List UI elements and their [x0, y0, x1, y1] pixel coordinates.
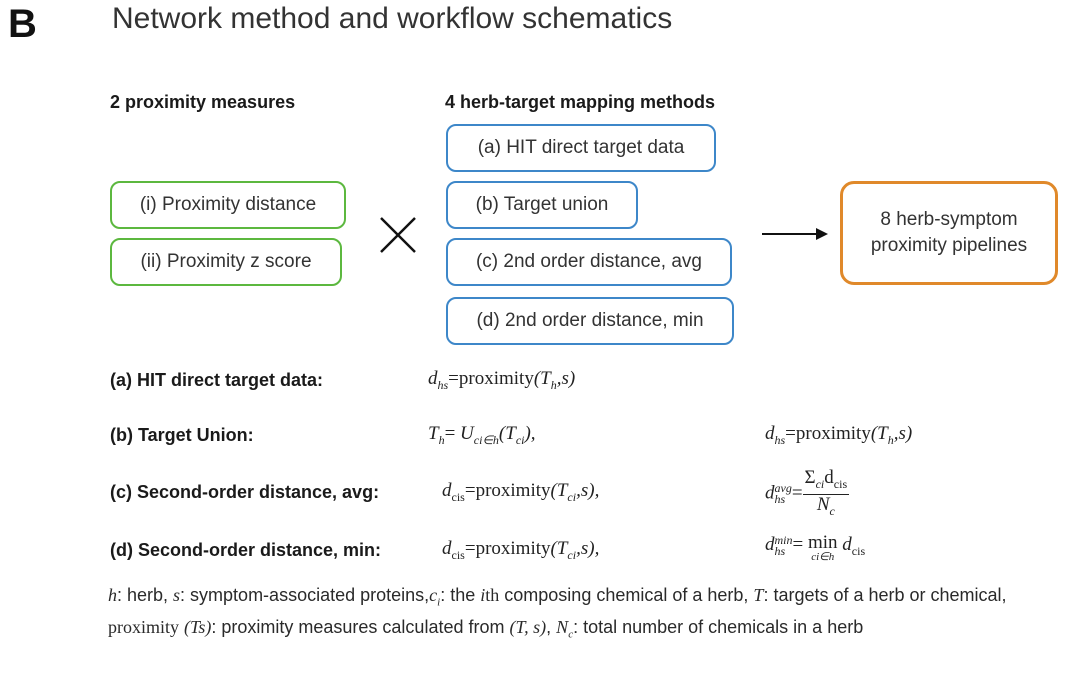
mapping-box-a: (a) HIT direct target data: [446, 124, 716, 172]
proximity-distance-label: (i) Proximity distance: [139, 194, 317, 215]
zscore-suffix: score: [259, 251, 312, 272]
pipelines-line2: proximity pipelines: [870, 235, 1028, 256]
method-label-a: (a) HIT direct target data:: [110, 370, 324, 390]
proximity-distance-box: (i) Proximity distance: [110, 181, 346, 229]
formula-c1: dcis=proximity(Tci,s),: [442, 480, 600, 504]
formula-b1: Th= Uci∈h(Tci),: [428, 423, 536, 447]
method-label-b: (b) Target Union:: [110, 425, 254, 445]
pipelines-line1: 8 herb-symptom: [880, 209, 1018, 230]
panel-letter: B: [8, 2, 37, 46]
arrow-right-icon: [762, 228, 828, 240]
mapping-label-a: (a) HIT direct target data: [477, 137, 685, 158]
proximity-heading: 2 proximity measures: [110, 92, 296, 112]
mapping-box-c: (c) 2nd order distance, avg: [446, 238, 732, 286]
formula-a: dhs=proximity(Th,s): [428, 368, 576, 392]
panel-title: Network method and workflow schematics: [112, 2, 673, 35]
method-label-c: (c) Second-order distance, avg:: [110, 482, 380, 502]
formula-b2: dhs=proximity(Th,s): [765, 423, 913, 447]
zscore-prefix: (ii) Proximity: [140, 251, 251, 272]
zscore-var: z: [250, 251, 260, 272]
proximity-zscore-box: (ii) Proximity z score: [110, 238, 342, 286]
formula-d1: dcis=proximity(Tci,s),: [442, 538, 600, 562]
mapping-box-b: (b) Target union: [446, 181, 638, 229]
mapping-label-b: (b) Target union: [475, 194, 609, 215]
mapping-box-d: (d) 2nd order distance, min: [446, 297, 734, 345]
mapping-label-c: (c) 2nd order distance, avg: [475, 251, 702, 272]
times-icon: [380, 217, 416, 253]
method-label-d: (d) Second-order distance, min:: [110, 540, 382, 560]
pipelines-box: 8 herb-symptom proximity pipelines: [840, 181, 1058, 285]
mapping-label-d: (d) 2nd order distance, min: [476, 310, 704, 331]
mapping-heading: 4 herb-target mapping methods: [445, 92, 716, 112]
proximity-zscore-label: (ii) Proximity z score: [140, 251, 311, 273]
footnote: h: herb, s: symptom-associated proteins,…: [108, 585, 1007, 641]
